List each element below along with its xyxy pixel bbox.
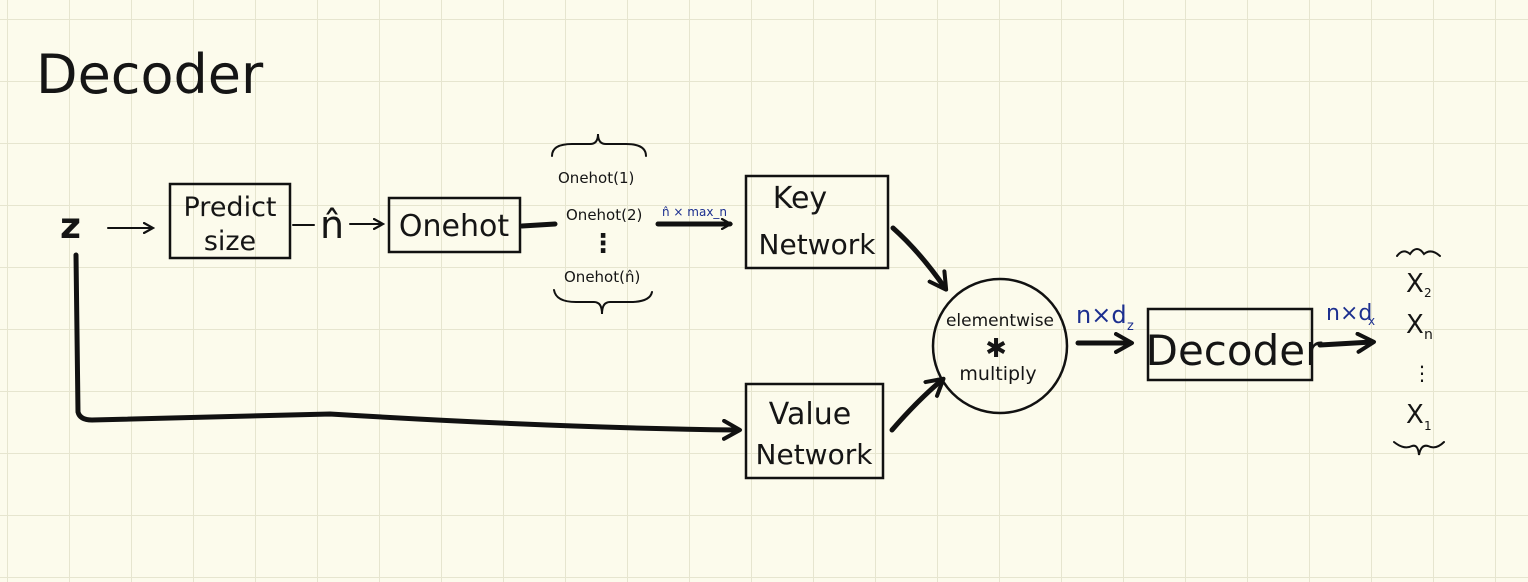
multiply-label-1: elementwise bbox=[946, 311, 1054, 331]
onehot-item-1: Onehot(1) bbox=[558, 169, 634, 187]
z-input-label: z bbox=[60, 206, 81, 247]
elementwise-multiply-circle bbox=[931, 277, 1069, 415]
dim-z-subscript: z bbox=[1127, 319, 1134, 334]
dim-z-annotation: n×d bbox=[1076, 301, 1127, 329]
arrow-decoder-to-outputs bbox=[1317, 331, 1376, 354]
multiply-asterisk: ✱ bbox=[985, 334, 1007, 364]
arrow-value-to-multiply bbox=[889, 376, 946, 433]
bottom-brace bbox=[553, 289, 653, 315]
arrow-key-to-multiply bbox=[890, 225, 949, 292]
line-onehot-to-list bbox=[519, 221, 558, 229]
decoder-box-label: Decoder bbox=[1146, 326, 1323, 375]
onehot-dim-annotation: n̂ × max_n bbox=[662, 205, 727, 219]
value-network-box bbox=[744, 382, 885, 480]
onehot-box-label: Onehot bbox=[399, 209, 509, 244]
top-brace bbox=[551, 133, 647, 157]
outputs-top-brace bbox=[1396, 248, 1441, 257]
output-x1: X bbox=[1406, 400, 1424, 430]
outputs-bottom-brace bbox=[1393, 441, 1445, 456]
decoder-box bbox=[1146, 307, 1314, 382]
onehot-item-nhat: Onehot(n̂) bbox=[564, 268, 640, 286]
output-x1-subscript: 1 bbox=[1424, 419, 1432, 433]
predict-size-box bbox=[168, 182, 292, 260]
output-x2: X bbox=[1406, 269, 1424, 299]
key-network-label-1: Key bbox=[773, 181, 827, 216]
key-network-label-2: Network bbox=[759, 228, 877, 261]
predict-size-label-1: Predict bbox=[184, 192, 277, 223]
output-x2-subscript: 2 bbox=[1424, 286, 1432, 300]
dim-x-subscript: x bbox=[1368, 314, 1375, 328]
output-xn-subscript: n bbox=[1424, 327, 1433, 343]
multiply-label-2: multiply bbox=[959, 363, 1036, 385]
arrow-z-to-value bbox=[73, 252, 742, 441]
onehot-item-2: Onehot(2) bbox=[566, 206, 642, 224]
outputs-ellipsis: ⋮ bbox=[1412, 361, 1432, 385]
key-network-box bbox=[744, 174, 890, 270]
output-xn: X bbox=[1406, 310, 1424, 340]
onehot-list-ellipsis: ⋮ bbox=[590, 229, 616, 259]
predict-size-label-2: size bbox=[204, 226, 256, 257]
value-network-label-2: Network bbox=[756, 438, 874, 471]
value-network-label-1: Value bbox=[769, 397, 851, 432]
diagram-title: Decoder bbox=[36, 43, 264, 106]
dim-x-annotation: n×d bbox=[1326, 301, 1372, 326]
n-hat-label: n̂ bbox=[320, 203, 344, 247]
